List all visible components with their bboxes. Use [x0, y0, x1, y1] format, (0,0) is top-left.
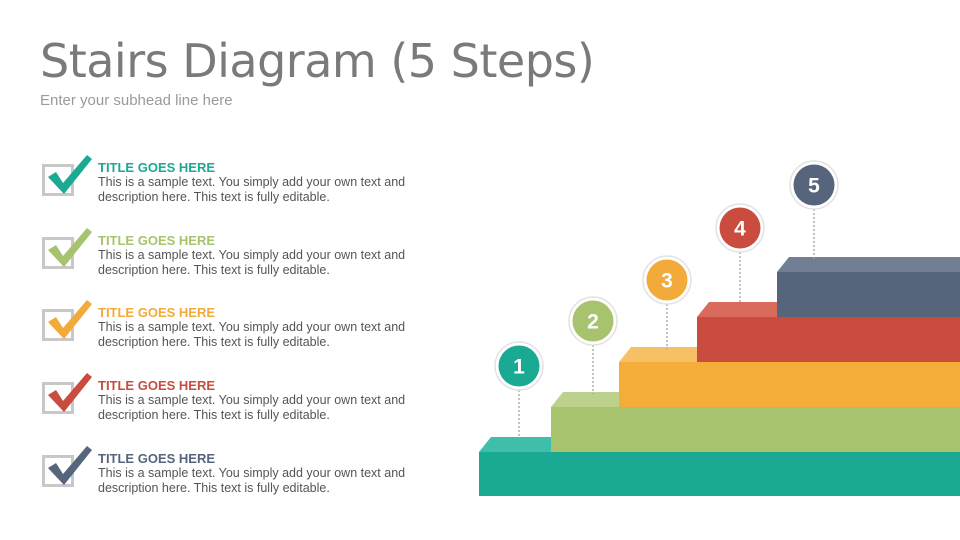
step-marker-3	[646, 259, 688, 301]
page-title: Stairs Diagram (5 Steps)	[40, 34, 595, 88]
item-title: TITLE GOES HERE	[98, 160, 216, 175]
step-block-1	[479, 452, 960, 496]
step-number-3: 3	[661, 270, 673, 293]
checkmark-icon	[48, 300, 92, 339]
item-description: This is a sample text. You simply add yo…	[98, 466, 406, 495]
step-block-4	[697, 317, 960, 362]
checkmark-icon	[48, 446, 92, 485]
item-title: TITLE GOES HERE	[98, 451, 216, 466]
item-description: This is a sample text. You simply add yo…	[98, 320, 406, 349]
step-marker-4	[719, 207, 761, 249]
item-title: TITLE GOES HERE	[98, 378, 216, 393]
checkmark-icon	[48, 155, 92, 194]
step-block-2	[551, 407, 960, 452]
step-marker-1	[498, 345, 540, 387]
step-number-1: 1	[513, 356, 525, 379]
item-title: TITLE GOES HERE	[98, 305, 216, 320]
step-block-5	[777, 272, 960, 317]
checkmark-icon	[48, 228, 92, 267]
step-number-4: 4	[734, 218, 746, 241]
step-marker-5	[793, 164, 835, 206]
page-subtitle: Enter your subhead line here	[40, 92, 233, 109]
step-number-5: 5	[808, 175, 820, 198]
item-description: This is a sample text. You simply add yo…	[98, 248, 406, 277]
step-top-5	[777, 257, 960, 272]
item-description: This is a sample text. You simply add yo…	[98, 175, 406, 204]
step-number-2: 2	[587, 311, 599, 334]
item-title: TITLE GOES HERE	[98, 233, 216, 248]
item-description: This is a sample text. You simply add yo…	[98, 393, 406, 422]
step-marker-2	[572, 300, 614, 342]
checkmark-icon	[48, 373, 92, 412]
step-block-3	[619, 362, 960, 407]
